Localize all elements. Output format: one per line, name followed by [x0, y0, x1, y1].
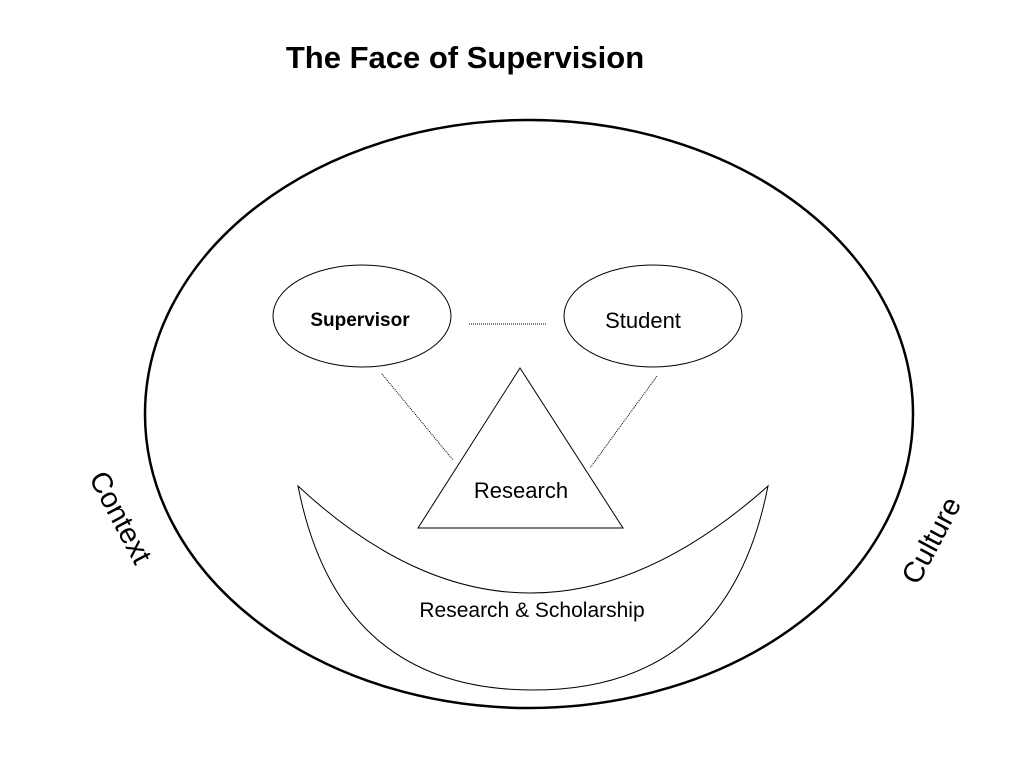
student-node: [563, 264, 743, 368]
mouth-shape: [297, 484, 769, 691]
supervisor-node: [272, 264, 452, 368]
mouth-label: Research & Scholarship: [419, 599, 644, 622]
research-node: [417, 367, 624, 529]
connector-supervisor-research: [381, 373, 454, 461]
context-label: Context: [82, 466, 157, 569]
research-label: Research: [474, 478, 568, 503]
culture-label: Culture: [896, 492, 968, 590]
connector-student-research: [589, 375, 658, 469]
face-outline: [143, 118, 915, 710]
supervisor-label: Supervisor: [310, 310, 410, 331]
student-label: Student: [605, 308, 681, 333]
page-title: The Face of Supervision: [285, 40, 645, 75]
